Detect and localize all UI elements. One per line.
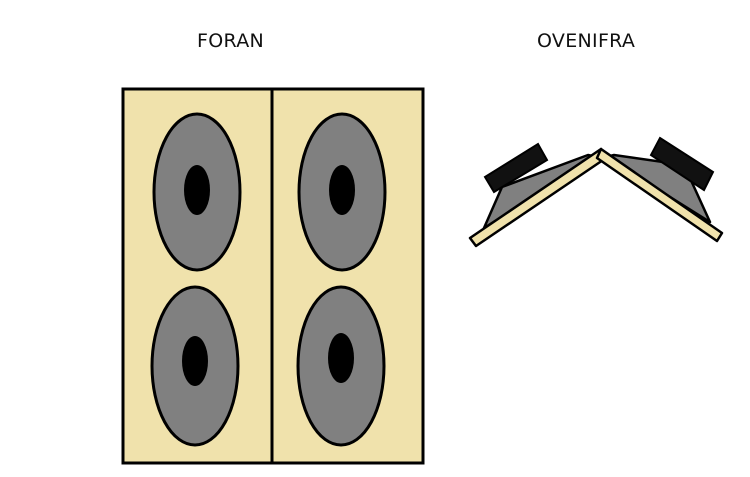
front-view-label: FORAN — [197, 30, 265, 52]
speaker-top-left — [152, 112, 242, 272]
top-view-baffle-right — [595, 147, 724, 243]
top-view — [468, 136, 724, 248]
top-view-label: OVENIFRA — [537, 30, 636, 52]
speaker-bottom-left — [150, 285, 240, 447]
speaker-top-right — [297, 112, 387, 272]
top-view-magnet-right — [649, 136, 715, 192]
speaker-dustcap — [182, 336, 208, 386]
front-view — [121, 87, 425, 465]
top-view-magnet-left — [483, 142, 549, 194]
speaker-dustcap — [328, 333, 354, 383]
speaker-bottom-right — [296, 285, 386, 447]
speaker-dustcap — [184, 165, 210, 215]
speaker-dustcap — [329, 165, 355, 215]
